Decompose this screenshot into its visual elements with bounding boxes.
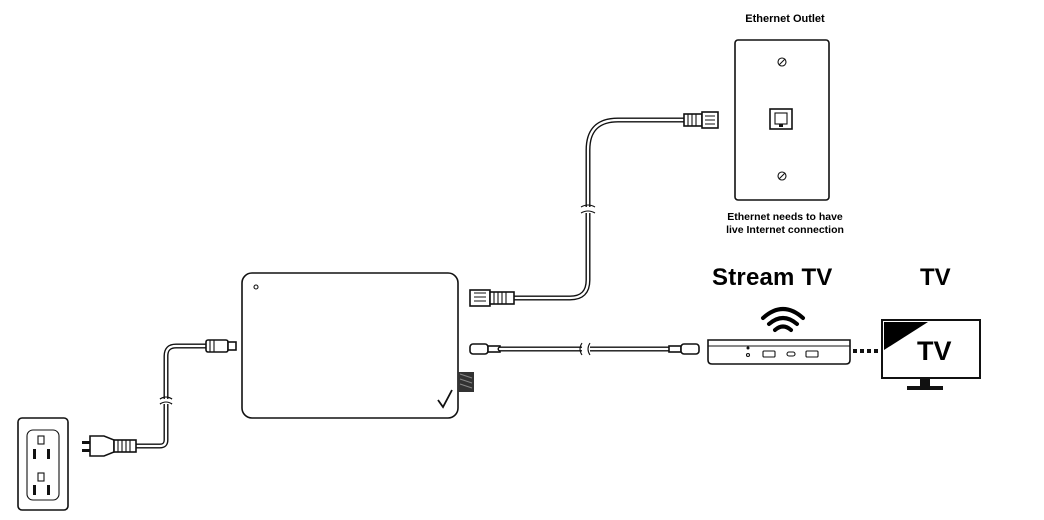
tv-screen-text: TV bbox=[917, 336, 952, 366]
gateway-device bbox=[241, 272, 474, 419]
screw-top bbox=[777, 57, 787, 67]
ethernet-wall-plate bbox=[734, 39, 830, 201]
ethernet-plug-gateway-end bbox=[469, 289, 515, 307]
screw-bottom bbox=[777, 171, 787, 181]
usb-a-port bbox=[762, 350, 776, 358]
checkmark-logo bbox=[437, 389, 453, 409]
socket-bottom bbox=[33, 472, 50, 495]
ethernet-plug-wall-end bbox=[683, 111, 719, 129]
stream-tv-label: Stream TV bbox=[712, 264, 833, 291]
wall-power-outlet bbox=[17, 417, 69, 511]
ethernet-outlet-title: Ethernet Outlet bbox=[745, 13, 825, 25]
socket-top bbox=[33, 435, 50, 459]
stream-tv-device bbox=[707, 339, 851, 365]
power-barrel-connector bbox=[205, 339, 237, 353]
tv-label: TV bbox=[920, 264, 951, 291]
hdmi-port bbox=[805, 350, 819, 358]
power-cable bbox=[132, 343, 209, 449]
ethernet-jack bbox=[769, 108, 793, 130]
tv-icon bbox=[881, 319, 981, 390]
usb-c-cable bbox=[469, 342, 700, 356]
coax-port bbox=[458, 372, 474, 392]
ethernet-cable bbox=[509, 117, 689, 301]
usb-c-port bbox=[786, 351, 796, 357]
ethernet-note: Ethernet needs to have live Internet con… bbox=[700, 211, 870, 237]
power-led bbox=[253, 284, 259, 290]
wifi-icon bbox=[761, 307, 805, 332]
power-plug bbox=[82, 435, 137, 457]
ethernet-note-line2: live Internet connection bbox=[726, 224, 844, 236]
ethernet-note-line1: Ethernet needs to have bbox=[727, 211, 843, 223]
